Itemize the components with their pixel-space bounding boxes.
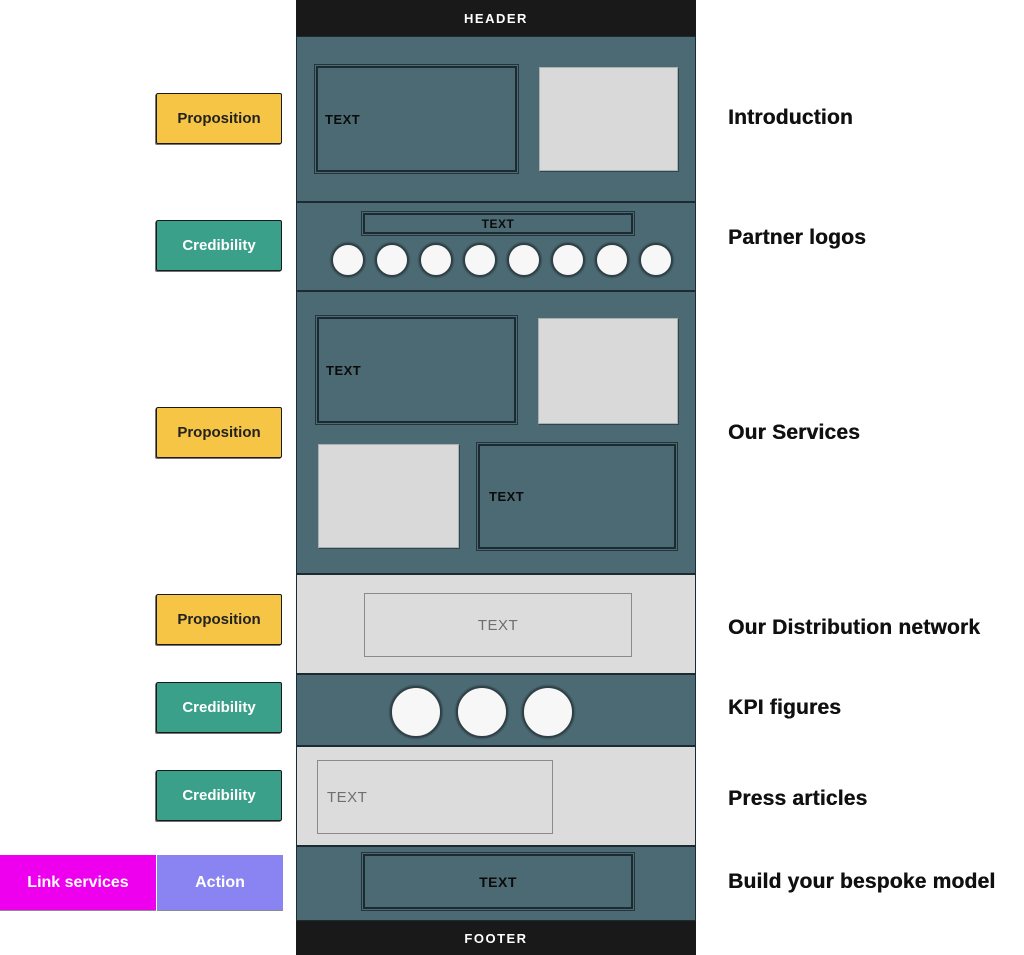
kpi-circle-row [297, 686, 695, 738]
cta-text-box: TEXT [361, 852, 635, 911]
text-placeholder: TEXT [481, 216, 515, 231]
section-label-introduction: Introduction [728, 106, 853, 129]
text-placeholder: TEXT [489, 489, 525, 504]
page-wireframe: HEADER TEXT TEXT TEXT TEXT [296, 0, 696, 955]
partner-logo-circle [331, 243, 365, 277]
partner-logo-circle [551, 243, 585, 277]
section-introduction: TEXT [296, 36, 696, 202]
section-label-our-services: Our Services [728, 421, 860, 444]
chip-action: Action [157, 855, 283, 910]
chip-label: Credibility [182, 699, 256, 716]
press-text-box: TEXT [317, 760, 553, 834]
kpi-circle [390, 686, 442, 738]
service-text-box-2: TEXT [476, 442, 678, 551]
section-bespoke-cta: TEXT [296, 846, 696, 921]
text-placeholder: TEXT [477, 616, 519, 634]
service-text-box-1: TEXT [315, 315, 518, 425]
section-label-bespoke-model: Build your bespoke model [728, 870, 996, 893]
text-placeholder: TEXT [325, 111, 361, 127]
chip-proposition-introduction: Proposition [156, 93, 282, 144]
section-partner-logos: TEXT [296, 202, 696, 291]
text-placeholder: TEXT [479, 873, 517, 890]
chip-label: Proposition [177, 110, 261, 127]
chip-label: Proposition [177, 424, 261, 441]
partner-logo-circle [507, 243, 541, 277]
section-press-articles: TEXT [296, 746, 696, 846]
header-label: HEADER [464, 10, 528, 26]
distribution-text-box: TEXT [364, 593, 632, 657]
kpi-circle [522, 686, 574, 738]
chip-proposition-distribution: Proposition [156, 594, 282, 645]
service-image-placeholder-1 [538, 318, 678, 424]
wireframe-footer-bar: FOOTER [296, 921, 696, 955]
intro-text-box: TEXT [314, 64, 519, 174]
partner-logo-row [297, 243, 695, 277]
service-image-placeholder-2 [318, 444, 459, 548]
section-label-press-articles: Press articles [728, 787, 868, 810]
section-our-services: TEXT TEXT [296, 291, 696, 574]
partner-logo-circle [595, 243, 629, 277]
partner-logo-circle [375, 243, 409, 277]
kpi-circle [456, 686, 508, 738]
chip-credibility-press: Credibility [156, 770, 282, 821]
chip-credibility-partner-logos: Credibility [156, 220, 282, 271]
section-label-distribution-network: Our Distribution network [728, 616, 981, 639]
partner-logo-circle [463, 243, 497, 277]
partner-title-bar: TEXT [361, 211, 635, 236]
text-placeholder: TEXT [326, 362, 362, 378]
chip-link-services: Link services [0, 855, 156, 910]
section-label-kpi-figures: KPI figures [728, 696, 842, 719]
partner-logo-circle [639, 243, 673, 277]
chip-label: Link services [27, 873, 129, 891]
chip-label: Action [195, 873, 245, 891]
chip-label: Credibility [182, 237, 256, 254]
chip-proposition-services: Proposition [156, 407, 282, 458]
intro-image-placeholder [539, 67, 678, 171]
chip-label: Credibility [182, 787, 256, 804]
section-kpi-figures [296, 674, 696, 746]
partner-logo-circle [419, 243, 453, 277]
section-distribution-network: TEXT [296, 574, 696, 674]
footer-label: FOOTER [464, 930, 528, 946]
section-label-partner-logos: Partner logos [728, 226, 866, 249]
wireframe-header-bar: HEADER [296, 0, 696, 36]
text-placeholder: TEXT [327, 788, 368, 806]
chip-credibility-kpi: Credibility [156, 682, 282, 733]
chip-label: Proposition [177, 611, 261, 628]
